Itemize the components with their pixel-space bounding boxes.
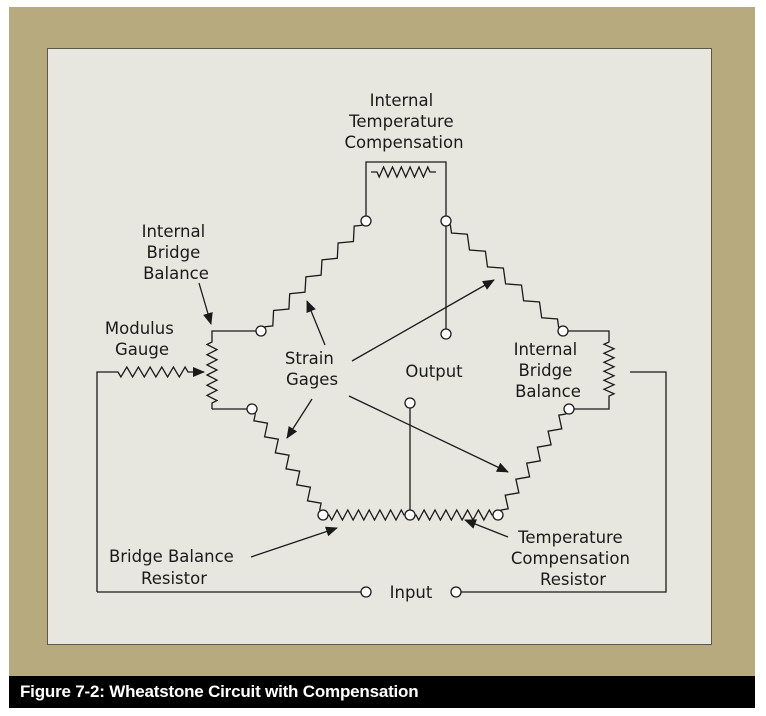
caption-bar	[9, 676, 755, 708]
figure-caption: Figure 7-2: Wheatstone Circuit with Comp…	[20, 682, 419, 701]
terminal-node	[317, 509, 329, 521]
modulus-gauge-label: Modulus Gauge	[105, 319, 179, 359]
wire-segment	[365, 161, 447, 221]
bridge-balance-resistor-label: Bridge Balance Resistor	[109, 547, 239, 588]
internal-bridge-balance-right-label: Internal Bridge Balance	[514, 340, 583, 401]
modulus-gauge-resistor	[112, 365, 194, 379]
terminals	[246, 215, 575, 598]
terminal-node	[450, 586, 462, 598]
strain-gages-arrow-up	[306, 300, 326, 346]
internal-temp-comp-resistor	[371, 165, 436, 179]
input-label: Input	[390, 583, 433, 602]
wire-segment	[456, 371, 667, 593]
wire-segment	[569, 402, 610, 410]
circuit-wires	[96, 161, 667, 593]
diagram-panel	[47, 48, 712, 645]
temp-comp-resistor	[410, 508, 498, 522]
output-label: Output	[405, 362, 463, 381]
temp-comp-resistor-arrow	[464, 519, 509, 538]
terminal-node	[440, 328, 452, 340]
terminal-node	[440, 215, 452, 227]
strain-gage-top-left	[260, 220, 367, 332]
wire-segment	[211, 330, 261, 336]
terminal-node	[255, 325, 267, 337]
terminal-node	[492, 509, 504, 521]
terminal-node	[246, 403, 258, 415]
terminal-node	[563, 403, 575, 415]
pointer-arrows	[193, 279, 509, 558]
bridge-balance-resistor	[323, 508, 410, 522]
internal-temp-comp-label: Internal Temperature Compensation	[344, 91, 463, 152]
strain-gage-bottom-left	[251, 408, 324, 516]
terminal-node	[360, 215, 372, 227]
wire-segment	[96, 371, 112, 592]
internal-bridge-balance-left-resistor	[205, 336, 219, 409]
terminal-node	[404, 397, 416, 409]
internal-bridge-balance-arrow	[198, 282, 213, 325]
internal-bridge-balance-right-resistor	[602, 336, 616, 402]
bridge-balance-resistor-arrow	[250, 526, 338, 558]
strain-gages-arrow-down	[286, 398, 313, 439]
wire-segment	[563, 330, 610, 336]
strain-gages-label: Strain Gages	[285, 349, 339, 389]
terminal-node	[360, 586, 372, 598]
terminal-node	[404, 509, 416, 521]
strain-gage-top-right	[445, 220, 564, 332]
strain-gage-bottom-right	[497, 408, 570, 516]
temp-comp-resistor-label: Temperature Compensation Resistor	[511, 528, 635, 589]
strain-gages-arrow-right	[351, 279, 495, 362]
resistors	[112, 165, 616, 522]
internal-bridge-balance-left-label: Internal Bridge Balance	[142, 222, 211, 283]
terminal-node	[557, 325, 569, 337]
strain-gages-arrow-lower-right	[348, 395, 509, 473]
